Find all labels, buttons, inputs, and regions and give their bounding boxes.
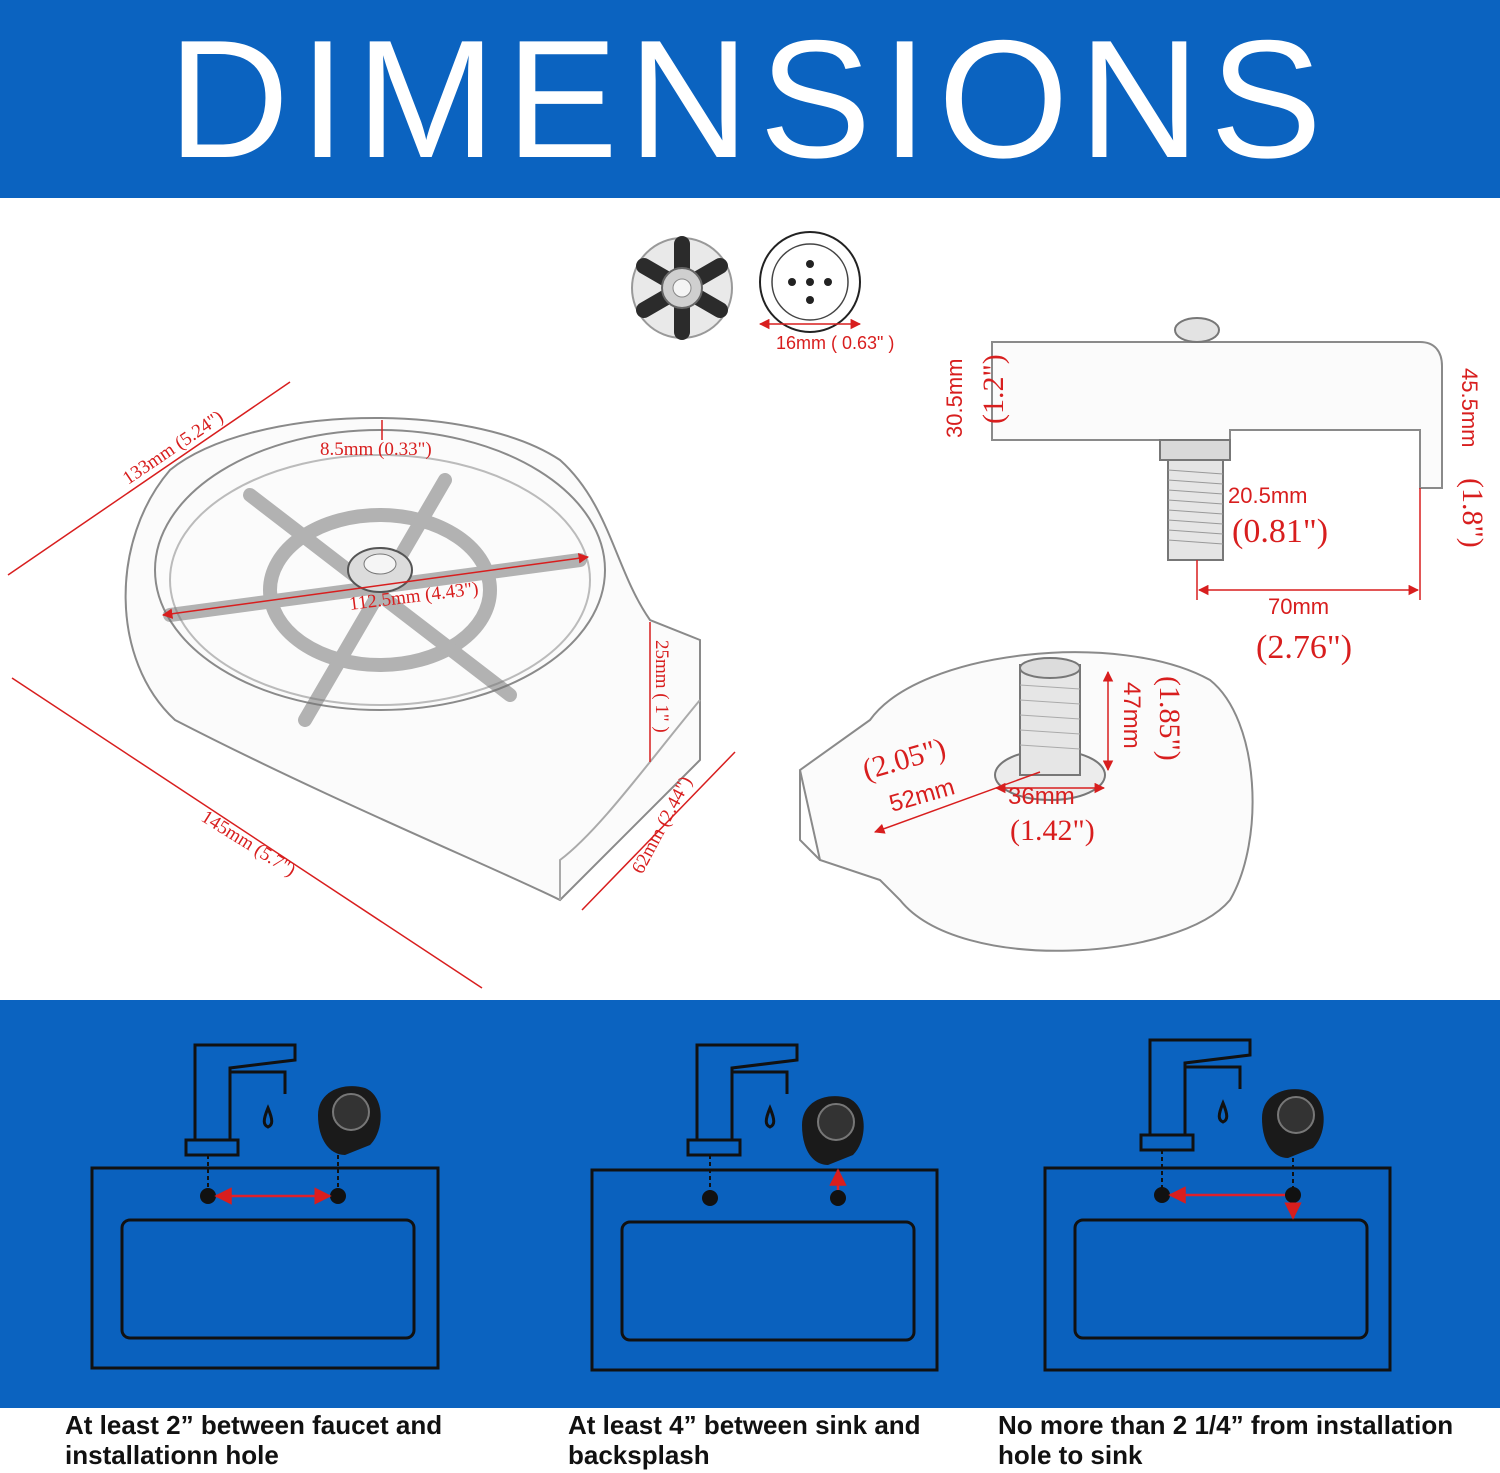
thread-dia-mm-label: 20.5mm [1228,483,1307,508]
outer-width-line [7,381,291,576]
thread-length-in-label: (1.85") [1153,676,1186,761]
install-diagram-1 [90,1043,440,1370]
caption-backsplash-distance: At least 4” between sink and backsplash [568,1410,1028,1470]
rinser-icon [318,1086,381,1155]
nozzle-width-label: 16mm ( 0.63" ) [776,333,894,353]
total-length-label: 145mm (5.7") [197,806,299,880]
install-diagram-2 [590,1043,939,1372]
caption-faucet-distance: At least 2” between faucet and installat… [65,1410,525,1470]
total-length-line [11,677,483,989]
caption-line: At least 2” between faucet and [65,1410,443,1440]
nut-dia-in-label: (1.42") [1010,814,1095,847]
thread-length-mm-label: 47mm [1118,682,1145,749]
lip-height-label: 8.5mm (0.33") [320,439,432,460]
caption-line: backsplash [568,1440,710,1470]
offset-mm-label: 70mm [1268,594,1329,619]
faucet-icon [184,1043,297,1157]
page-title: DIMENSIONS [167,4,1333,193]
rinser-icon [1262,1089,1324,1158]
title-banner [0,0,1500,198]
rinser-side-view [991,317,1443,561]
total-height-in-label: (1.8") [1456,478,1489,548]
nozzle-holes-icon [759,231,861,333]
rinser-bottom-view [798,651,1254,952]
offset-in-label: (2.76") [1256,629,1352,666]
install-diagram-3 [1043,1038,1392,1372]
body-height-in-label: (1.2") [977,354,1010,424]
caption-sink-distance: No more than 2 1/4” from installation ho… [998,1410,1493,1470]
side-height-label: 25mm ( 1" ) [651,640,672,733]
body-height-mm-label: 30.5mm [942,359,967,438]
inner-diameter-line [161,553,590,619]
bottom-width-line [874,771,1041,834]
total-height-mm-label: 45.5mm [1457,368,1482,447]
caption-line: No more than 2 1/4” from installation [998,1410,1454,1440]
thread-dia-in-label: (0.81") [1232,513,1328,550]
spray-nozzle-photo-icon [631,236,733,340]
faucet-icon [686,1043,799,1157]
caption-line: At least 4” between sink and [568,1410,921,1440]
rinser-icon [802,1096,864,1165]
faucet-icon [1139,1038,1252,1152]
nut-dia-mm-label: 36mm [1008,783,1075,810]
caption-line: hole to sink [998,1440,1143,1470]
caption-line: installationn hole [65,1440,279,1470]
spout-width-line [581,751,736,911]
